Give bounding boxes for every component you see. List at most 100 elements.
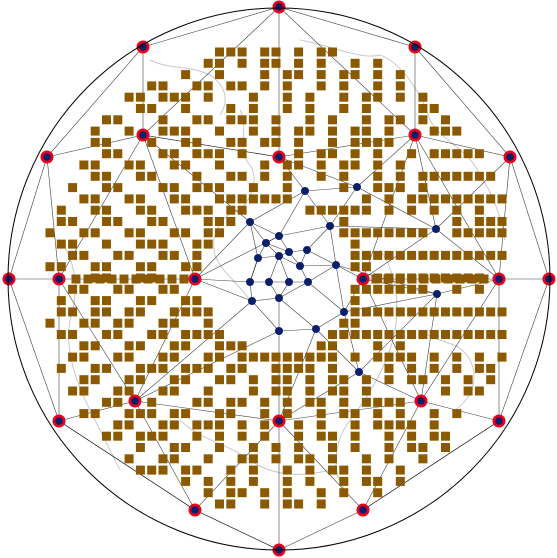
grid-square bbox=[56, 217, 66, 226]
mesh-edge bbox=[278, 8, 416, 48]
grid-square bbox=[45, 318, 55, 328]
grid-square bbox=[373, 397, 383, 407]
inner-vertex bbox=[275, 232, 283, 240]
grid-square bbox=[407, 274, 417, 284]
grid-square bbox=[113, 318, 123, 328]
grid-square bbox=[452, 352, 462, 362]
grid-square bbox=[350, 70, 360, 80]
grid-square bbox=[226, 194, 236, 204]
vertex-core bbox=[191, 506, 199, 514]
grid-square bbox=[474, 386, 484, 396]
vertex-core bbox=[411, 43, 419, 51]
grid-square bbox=[68, 217, 78, 226]
grid-square bbox=[113, 284, 123, 294]
grid-square bbox=[452, 171, 462, 181]
grid-square bbox=[384, 443, 394, 452]
grid-square bbox=[158, 149, 168, 159]
grid-square bbox=[135, 104, 145, 113]
grid-square bbox=[373, 183, 383, 193]
grid-square bbox=[474, 307, 484, 317]
mesh-edge bbox=[307, 281, 345, 313]
grid-square bbox=[350, 318, 360, 328]
grid-square bbox=[56, 330, 66, 339]
grid-square bbox=[294, 160, 304, 170]
grid-square bbox=[135, 160, 145, 170]
grid-square bbox=[135, 363, 145, 373]
grid-square bbox=[486, 194, 496, 204]
grid-square bbox=[147, 205, 157, 215]
grid-square bbox=[90, 273, 100, 283]
grid-square bbox=[474, 273, 484, 283]
grid-square bbox=[181, 341, 191, 351]
grid-square bbox=[361, 92, 371, 102]
grid-square bbox=[373, 352, 383, 362]
grid-square bbox=[418, 250, 428, 260]
grid-square bbox=[260, 171, 270, 181]
grid-square bbox=[56, 239, 66, 249]
outer-vertex bbox=[492, 272, 506, 286]
grid-square bbox=[350, 330, 360, 339]
grid-square bbox=[328, 454, 337, 464]
grid-square bbox=[248, 443, 258, 452]
grid-square bbox=[339, 70, 349, 80]
grid-square bbox=[282, 352, 292, 362]
grid-square bbox=[203, 205, 213, 215]
inner-vertex bbox=[332, 261, 340, 269]
grid-square bbox=[158, 420, 168, 430]
grid-square bbox=[497, 217, 507, 226]
grid-square bbox=[395, 476, 405, 486]
grid-square bbox=[361, 465, 371, 475]
grid-square bbox=[248, 92, 258, 102]
grid-square bbox=[271, 194, 281, 204]
grid-square bbox=[260, 409, 270, 419]
grid-square bbox=[203, 318, 213, 328]
grid-square bbox=[203, 386, 213, 396]
grid-square bbox=[350, 160, 360, 170]
grid-square bbox=[486, 171, 496, 181]
grid-square bbox=[181, 409, 191, 419]
grid-square bbox=[158, 183, 168, 193]
inner-vertex bbox=[285, 248, 293, 256]
grid-square bbox=[248, 454, 258, 464]
grid-square bbox=[215, 409, 224, 419]
grid-square bbox=[294, 47, 304, 57]
grid-square bbox=[339, 92, 349, 102]
grid-square bbox=[452, 330, 462, 339]
grid-square bbox=[226, 137, 236, 147]
grid-square bbox=[237, 341, 247, 351]
grid-square bbox=[147, 363, 157, 373]
grid-square bbox=[395, 250, 405, 260]
grid-square bbox=[135, 205, 145, 215]
grid-square bbox=[237, 420, 247, 430]
grid-square bbox=[147, 397, 157, 407]
grid-square bbox=[474, 250, 484, 260]
grid-square bbox=[143, 274, 153, 284]
grid-square bbox=[158, 92, 168, 102]
grid-square bbox=[192, 149, 202, 159]
grid-square bbox=[373, 81, 383, 91]
vertex-core bbox=[139, 131, 147, 139]
grid-square bbox=[135, 262, 145, 272]
grid-square bbox=[102, 239, 111, 249]
grid-square bbox=[169, 352, 179, 362]
grid-square bbox=[158, 239, 168, 249]
grid-square bbox=[169, 92, 179, 102]
grid-square bbox=[350, 296, 360, 306]
grid-square bbox=[316, 431, 326, 441]
outer-vertex bbox=[408, 40, 422, 54]
grid-square bbox=[124, 228, 134, 238]
grid-square bbox=[282, 488, 292, 498]
grid-square bbox=[328, 465, 337, 475]
vertex-core bbox=[275, 3, 283, 11]
grid-square bbox=[135, 341, 145, 351]
grid-square bbox=[181, 160, 191, 170]
grid-square bbox=[271, 375, 281, 385]
grid-square bbox=[248, 104, 258, 113]
grid-square bbox=[463, 228, 473, 238]
mesh-edge bbox=[194, 278, 253, 302]
grid-square bbox=[203, 352, 213, 362]
grid-square bbox=[90, 375, 100, 385]
mesh-edge bbox=[335, 264, 345, 313]
grid-square bbox=[339, 205, 349, 215]
